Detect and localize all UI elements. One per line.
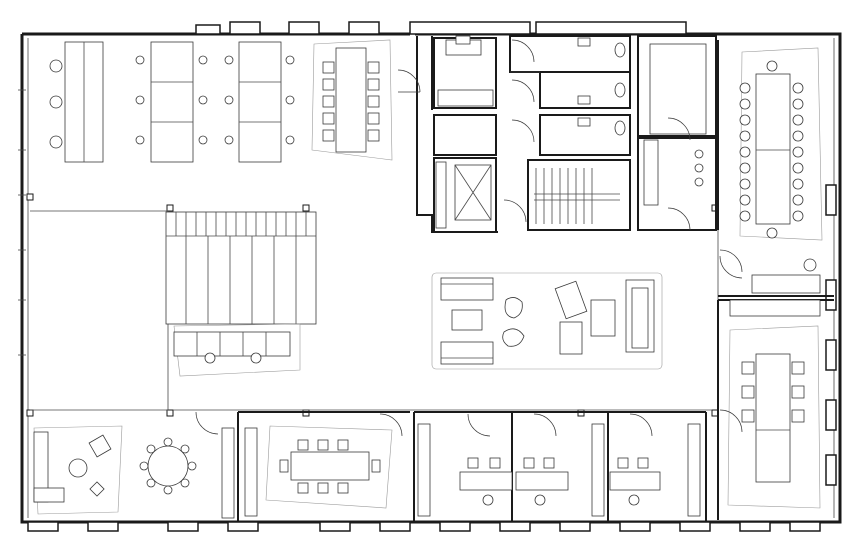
core-kitchenette (637, 35, 717, 231)
meeting-room-south (244, 413, 403, 517)
desk-cluster-b (224, 41, 295, 163)
meeting-chairs (322, 61, 380, 142)
conference-table (755, 353, 791, 483)
meeting-table-south (290, 451, 370, 481)
windows-top (195, 21, 687, 35)
windows-bottom (27, 521, 821, 532)
round-table-area (139, 411, 235, 519)
meeting-room-north (311, 39, 393, 161)
coffee-table (451, 309, 483, 331)
bench-seat (173, 331, 291, 357)
lounge-area (431, 272, 663, 370)
round-stools (49, 59, 63, 149)
office-south-3 (609, 413, 701, 517)
core-stair (503, 159, 631, 231)
lounge-southwest (33, 425, 123, 515)
chairs-east (739, 60, 804, 239)
meeting-table (335, 47, 367, 153)
stair-treads (534, 168, 620, 224)
door-arc-corner (719, 255, 743, 279)
desk-cluster-a (135, 41, 208, 163)
armchair-2 (502, 328, 525, 347)
meeting-room-east (717, 40, 823, 273)
open-office-west (49, 41, 295, 163)
armchair (88, 434, 112, 458)
core-restrooms (509, 35, 631, 156)
lounge-chair (554, 280, 588, 320)
south-walls (237, 411, 707, 522)
long-table-east (755, 73, 791, 225)
conference-room-east (717, 300, 821, 520)
stair-steps (175, 212, 307, 324)
plant-pot (803, 258, 817, 272)
sofa-2 (440, 341, 494, 365)
east-partition (718, 258, 834, 317)
staircase-atrium (165, 211, 317, 377)
armchair-1 (504, 297, 523, 319)
office-south-2 (515, 413, 605, 517)
side-table (68, 458, 88, 478)
office-south-1 (417, 413, 513, 517)
core-block (397, 35, 498, 233)
left-wall-ticks (18, 89, 26, 356)
desk-1 (459, 471, 513, 491)
windows-right (825, 184, 837, 486)
sofa-1 (440, 277, 494, 301)
